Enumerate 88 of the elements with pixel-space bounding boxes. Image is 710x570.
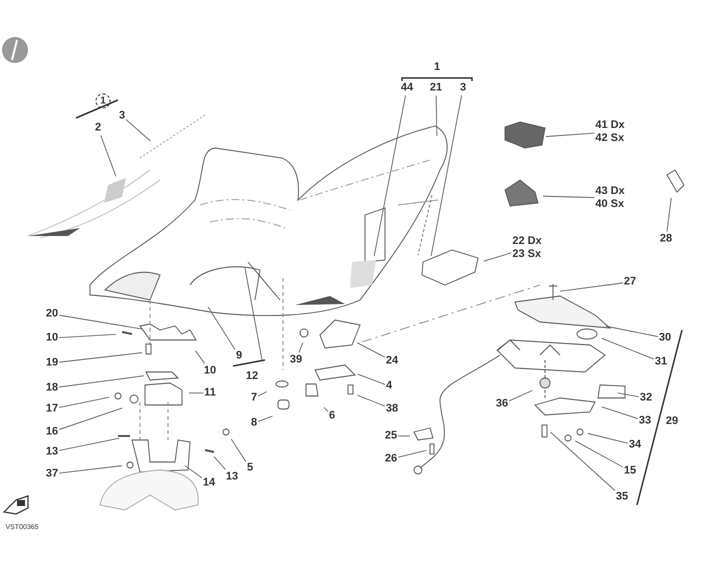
callout-number: 8 (250, 416, 258, 430)
callout-number: 5 (246, 462, 254, 474)
leader-line (436, 95, 438, 136)
callout-number: 17 (46, 402, 58, 416)
leader-line (398, 450, 427, 458)
leader-line (550, 432, 616, 491)
leader-line (601, 406, 638, 420)
leader-line (258, 391, 268, 396)
leader-line (508, 390, 533, 402)
leader-line (208, 306, 236, 350)
leader-line (184, 465, 202, 478)
leader-line (666, 198, 672, 232)
callout-number: 13 (46, 446, 58, 458)
callout-number: 32 (640, 392, 652, 404)
callout-number: 16 (46, 426, 58, 438)
callout-number: 19 (46, 356, 58, 370)
leader-line (100, 135, 116, 177)
leader-line (58, 314, 142, 330)
callout-number: 9 (236, 350, 242, 362)
leader-line (58, 465, 122, 474)
leader-line (214, 456, 226, 470)
callout-number: 37 (46, 468, 58, 480)
callout-number: 7 (250, 392, 258, 404)
callout-number: 3 (118, 110, 126, 122)
leader-line (605, 326, 658, 337)
callout-number: 30 (658, 332, 672, 344)
callout-number: 31 (654, 356, 668, 368)
callout-number: 39 (290, 354, 302, 366)
callout-number: 4 (386, 380, 392, 392)
callout-number: 42 Sx (595, 132, 624, 145)
leader-line (357, 394, 386, 407)
leader-line (258, 416, 273, 422)
callout-number: 41 Dx (595, 119, 625, 132)
leader-line (195, 350, 205, 364)
leader-line (618, 392, 640, 398)
callout-number: 11 (204, 386, 216, 400)
callout-number: 1 (434, 60, 440, 75)
callout-number: 21 (430, 82, 442, 94)
callout-number: 14 (202, 476, 216, 490)
callout-number: 23 Sx (512, 248, 542, 261)
callout-number: 34 (628, 438, 642, 452)
callout-number: 22 Dx (512, 235, 542, 248)
callout-number: 15 (624, 464, 636, 478)
leader-line (356, 342, 386, 358)
leader-line (230, 438, 246, 462)
callout-number: 2 (94, 122, 102, 134)
callout-number: 29 (666, 414, 678, 429)
callout-number: 20 (46, 308, 58, 320)
leader-line (587, 433, 628, 444)
callout-number: 13 (226, 470, 238, 484)
leader-line (357, 374, 386, 385)
callout-number: 25 (384, 430, 398, 442)
callout-number: 3 (460, 82, 466, 94)
callout-number: 1 (96, 94, 110, 108)
leader-line (58, 375, 144, 388)
callout-number: 35 (616, 490, 628, 504)
callout-number: 10 (204, 364, 216, 378)
callout-number: 26 (384, 452, 398, 466)
leader-line (58, 352, 142, 363)
callout-number: 44 (400, 82, 414, 94)
callout-number: 27 (624, 276, 636, 288)
leader-line (58, 408, 123, 430)
leader-line (58, 438, 120, 451)
callout-number: 40 Sx (595, 198, 624, 211)
callout-number: 24 (386, 354, 398, 368)
leader-line (324, 407, 328, 412)
leader-line (58, 334, 116, 338)
leader-line (574, 440, 624, 468)
leader-line (58, 396, 110, 408)
leader-line (601, 338, 654, 360)
leader-line (188, 392, 204, 394)
leader-line (298, 342, 304, 353)
callout-number: 36 (496, 398, 508, 410)
callout-number: 33 (638, 414, 652, 428)
callout-number: 12 (246, 368, 258, 384)
callout-number: 43 Dx (595, 185, 625, 198)
callout-number: 28 (660, 232, 672, 246)
leader-line (374, 95, 406, 256)
leader-line (430, 95, 462, 256)
callout-number: 38 (386, 402, 398, 416)
callout-number: 10 (46, 332, 58, 344)
leader-line (483, 252, 512, 262)
leader-line (560, 282, 624, 292)
leader-line (546, 132, 595, 137)
callout-number: 6 (328, 410, 336, 422)
callout-number: 18 (46, 382, 58, 394)
leader-line (126, 119, 151, 142)
leader-line (542, 196, 595, 198)
